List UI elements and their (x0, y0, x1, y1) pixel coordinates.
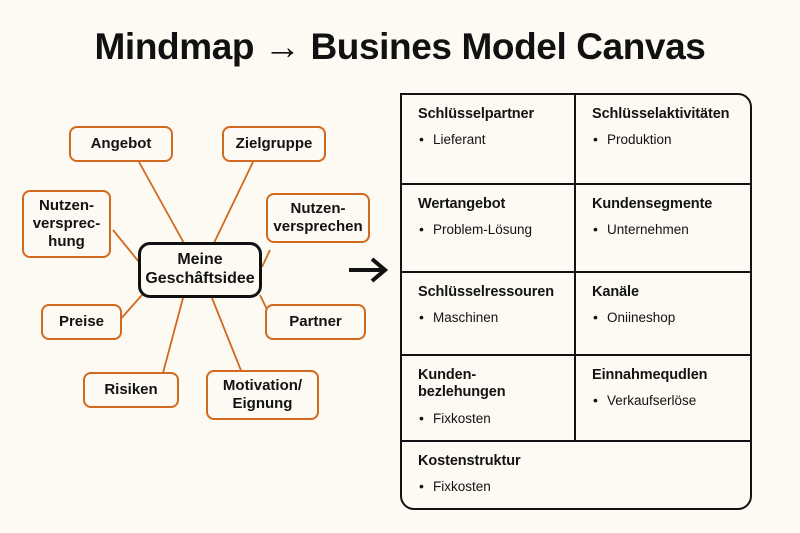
canvas-cell-items: Verkaufserlöse (592, 390, 750, 411)
canvas-cell-title: Kunden- bezlehungen (418, 367, 506, 401)
canvas-cell-schluesselressouren[interactable]: Schlüsselressouren Maschinen (402, 273, 576, 354)
canvas-cell-title: Schlüsselressouren (418, 284, 555, 300)
link-center-nutzenversprechen (261, 249, 271, 268)
mindmap-node-angebot[interactable]: Angebot (69, 126, 173, 162)
canvas-row: Kostenstruktur Fixkosten (402, 442, 750, 508)
list-item: Produktion (592, 129, 750, 150)
list-item: Maschinen (418, 307, 574, 328)
mindmap-node-nutzenversprechen[interactable]: Nutzen- versprechen (266, 193, 370, 243)
mindmap-diagram: Meine Geschâftsidee Angebot Zielgruppe N… (0, 90, 395, 440)
canvas-cell-items: Produktion (592, 129, 750, 150)
canvas-cell-items: Fixkosten (418, 476, 750, 497)
list-item: Oniineshop (592, 307, 750, 328)
canvas-cell-kanaele[interactable]: Kanäle Oniineshop (576, 273, 750, 354)
list-item: Fixkosten (418, 476, 750, 497)
canvas-row: Wertangebot Problem-Lösung Kundensegment… (402, 185, 750, 273)
mindmap-center-node[interactable]: Meine Geschâftsidee (138, 242, 262, 298)
canvas-cell-title: Kanäle (592, 284, 639, 300)
canvas-cell-items: Maschinen (418, 307, 574, 328)
list-item: Problem-Lösung (418, 219, 574, 240)
mindmap-node-nutzenversprechung[interactable]: Nutzen- versprec- hung (22, 190, 111, 258)
canvas-cell-title: Kostenstruktur (418, 453, 521, 469)
canvas-cell-title: Kundensegmente (592, 196, 713, 212)
mindmap-node-partner[interactable]: Partner (265, 304, 366, 340)
canvas-cell-schluesselaktivitaeten[interactable]: Schlüsselaktivitäten Produktion (576, 95, 750, 183)
link-center-angebot (138, 161, 186, 246)
canvas-cell-items: Fixkosten (418, 408, 574, 429)
mindmap-node-preise[interactable]: Preise (41, 304, 122, 340)
canvas-cell-einnahmequellen[interactable]: Einnahmequdlen Verkaufserlöse (576, 356, 750, 440)
canvas-cell-items: Oniineshop (592, 307, 750, 328)
canvas-cell-wertangebot[interactable]: Wertangebot Problem-Lösung (402, 185, 576, 271)
list-item: Verkaufserlöse (592, 390, 750, 411)
canvas-cell-items: Unternehmen (592, 219, 750, 240)
canvas-cell-items: Lieferant (418, 129, 574, 150)
mindmap-node-zielgruppe[interactable]: Zielgruppe (222, 126, 326, 162)
link-center-motivation (211, 297, 243, 374)
canvas-row: Schlüsselressouren Maschinen Kanäle Onii… (402, 273, 750, 356)
canvas-cell-schluesselpartner[interactable]: Schlüsselpartner Lieferant (402, 95, 576, 183)
page-title: Mindmap → Busines Model Canvas (94, 26, 706, 67)
canvas-cell-kostenstruktur[interactable]: Kostenstruktur Fixkosten (402, 442, 750, 508)
canvas-row: Schlüsselpartner Lieferant Schlüsselakti… (402, 95, 750, 185)
list-item: Fixkosten (418, 408, 574, 429)
canvas-cell-items: Problem-Lösung (418, 219, 574, 240)
link-center-zielgruppe (212, 161, 254, 246)
canvas-row: Kunden- bezlehungen Fixkosten Einnahmequ… (402, 356, 750, 442)
canvas-cell-title: Schlüsselaktivitäten (592, 106, 730, 122)
mindmap-node-risiken[interactable]: Risiken (83, 372, 179, 408)
canvas-cell-kundensegmente[interactable]: Kundensegmente Unternehmen (576, 185, 750, 271)
link-center-preise (117, 294, 143, 323)
list-item: Lieferant (418, 129, 574, 150)
canvas-cell-title: Einnahmequdlen (592, 367, 708, 383)
business-model-canvas: Schlüsselpartner Lieferant Schlüsselakti… (400, 93, 752, 510)
mindmap-node-motivation[interactable]: Motivation/ Eignung (206, 370, 319, 420)
canvas-cell-title: Schlüsselpartner (418, 106, 535, 122)
link-center-risiken (162, 297, 184, 374)
link-center-nutzenversprechung (112, 229, 140, 263)
canvas-cell-kundenbeziehungen[interactable]: Kunden- bezlehungen Fixkosten (402, 356, 576, 440)
arrow-right-icon (349, 257, 389, 283)
list-item: Unternehmen (592, 219, 750, 240)
canvas-cell-title: Wertangebot (418, 196, 506, 212)
